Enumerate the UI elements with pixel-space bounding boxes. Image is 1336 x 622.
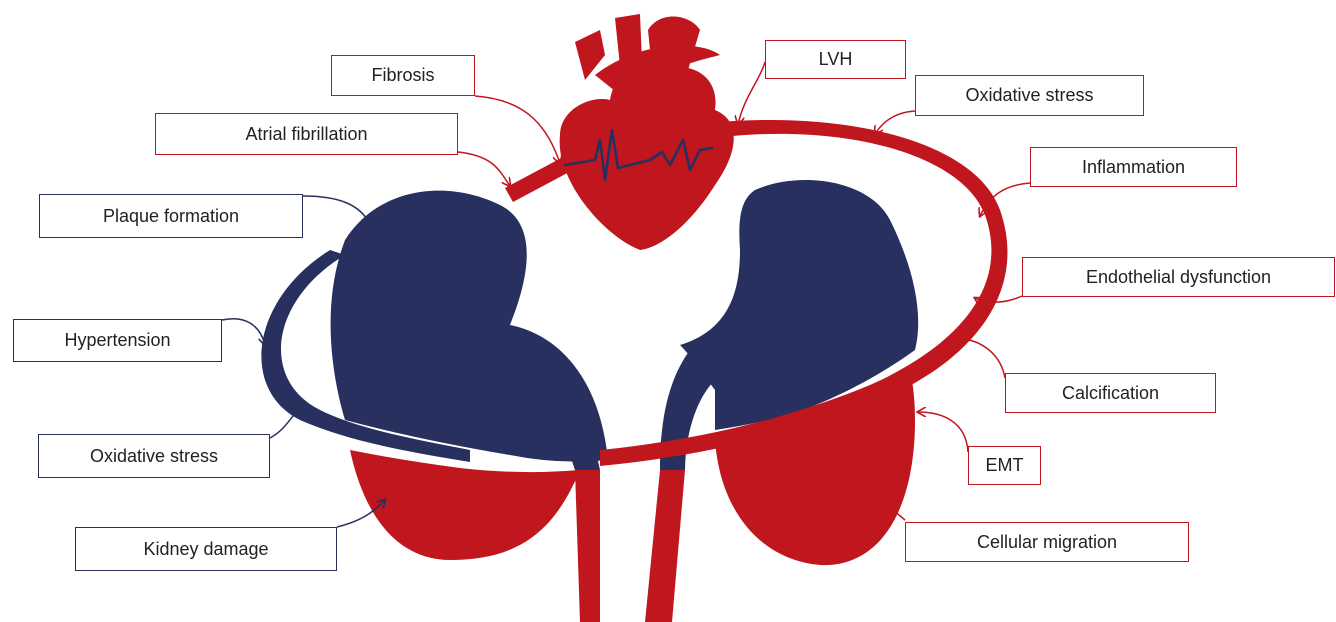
heart-icon bbox=[560, 14, 734, 250]
label-emt: EMT bbox=[968, 446, 1041, 485]
label-cellular-migration: Cellular migration bbox=[905, 522, 1189, 562]
left-kidney-icon bbox=[261, 191, 608, 560]
label-plaque-formation: Plaque formation bbox=[39, 194, 303, 238]
label-kidney-damage: Kidney damage bbox=[75, 527, 337, 571]
label-fibrosis: Fibrosis bbox=[331, 55, 475, 96]
label-hypertension: Hypertension bbox=[13, 319, 222, 362]
label-endothelial-dysfunction: Endothelial dysfunction bbox=[1022, 257, 1335, 297]
label-inflammation: Inflammation bbox=[1030, 147, 1237, 187]
label-oxidative-stress-left: Oxidative stress bbox=[38, 434, 270, 478]
label-calcification: Calcification bbox=[1005, 373, 1216, 413]
right-kidney-icon bbox=[660, 180, 918, 565]
label-lvh: LVH bbox=[765, 40, 906, 79]
label-atrial-fibrillation: Atrial fibrillation bbox=[155, 113, 458, 155]
ureters bbox=[575, 470, 685, 622]
label-oxidative-stress-right: Oxidative stress bbox=[915, 75, 1144, 116]
